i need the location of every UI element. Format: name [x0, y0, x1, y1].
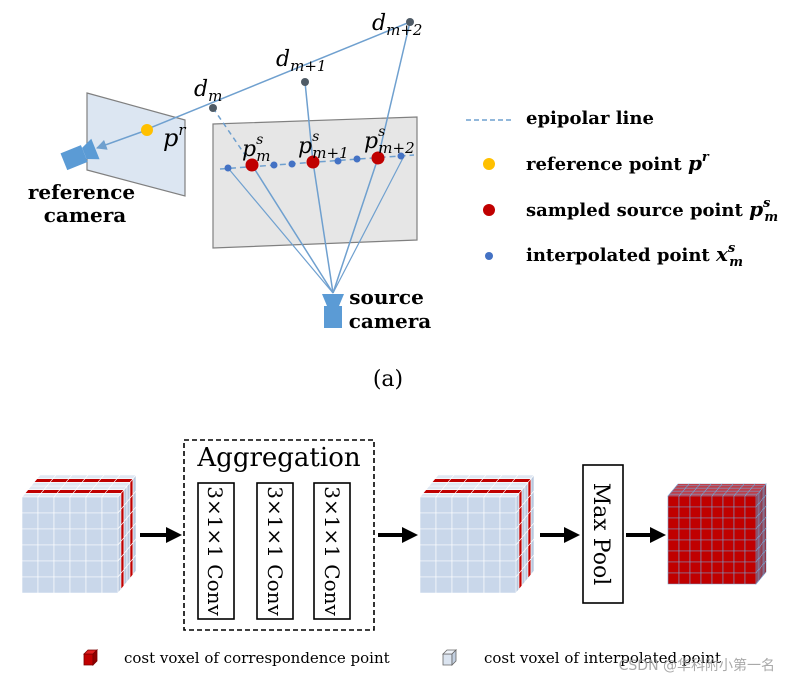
legend-interpolated-point-icon [485, 252, 493, 260]
svg-text:3×1×1 Conv: 3×1×1 Conv [263, 486, 287, 616]
max-pool-block: Max Pool [582, 464, 624, 604]
projection-ray-dm [251, 164, 334, 294]
conv-block-2: 3×1×1 Conv [256, 482, 294, 620]
panel-a-legend: epipolar line reference point pr sampled… [466, 108, 778, 270]
legend-reference-point-icon [483, 158, 495, 170]
input-cost-volume [21, 474, 137, 594]
reference-point-label: pr [163, 121, 186, 152]
interpolated-point [334, 157, 342, 165]
projection-ray-dm2 [377, 21, 411, 159]
source-image-plane [212, 116, 418, 249]
legend-reference-text: reference point pr [526, 150, 710, 175]
depth-point-dm1 [301, 78, 309, 86]
panel-b-legend: cost voxel of correspondence point cost … [83, 649, 721, 667]
depth-point-dm [209, 104, 217, 112]
projection-ray-dm [212, 107, 253, 166]
interp-ray [332, 155, 405, 294]
depth-label-dm: dm [194, 77, 222, 105]
reference-point [141, 124, 153, 136]
camera-to-ref-point-ray [96, 129, 148, 150]
conv-block-1: 3×1×1 Conv [197, 482, 235, 620]
svg-text:Max Pool: Max Pool [588, 483, 613, 585]
aggregation-title: Aggregation [196, 443, 360, 473]
arrow-to-output [626, 527, 666, 543]
panel-a-caption: (a) [373, 367, 403, 392]
depth-label-dm2: dm+2 [372, 11, 422, 39]
conv-block-3: 3×1×1 Conv [313, 482, 351, 620]
depth-label-dm1: dm+1 [276, 47, 326, 75]
arrow-to-aggregation [140, 527, 182, 543]
light-cube-icon [442, 649, 457, 666]
interpolated-point [224, 164, 232, 172]
source-camera-icon [322, 294, 344, 328]
interp-ray [227, 167, 334, 294]
svg-text:3×1×1 Conv: 3×1×1 Conv [203, 486, 227, 616]
legend-sampled-point-icon [483, 204, 495, 216]
sampled-point-m [245, 158, 259, 172]
projection-ray-dm2 [332, 157, 379, 294]
red-cube-icon [83, 649, 98, 666]
reference-camera-label: reference camera [28, 180, 142, 227]
source-camera-label: source camera [349, 285, 432, 333]
sampled-point-m1 [306, 155, 320, 169]
watermark: CSDN @华科附小第一名 [618, 658, 775, 674]
interpolated-point [353, 155, 361, 163]
interpolated-point [397, 152, 405, 160]
interpolated-point [270, 161, 278, 169]
interpolated-point [288, 160, 296, 168]
interpolated-points [224, 152, 405, 172]
depth-point-dm2 [406, 18, 414, 26]
sampled-point-m2 [371, 151, 385, 165]
legend-correspondence-text: cost voxel of correspondence point [124, 649, 390, 667]
legend-epipolar-text: epipolar line [526, 108, 654, 129]
arrow-to-maxpool [540, 527, 580, 543]
legend-interpolated-voxel-text: cost voxel of interpolated point [484, 649, 721, 667]
aggregated-cost-volume [419, 474, 535, 594]
panel-b: Aggregation 3×1×1 Conv 3×1×1 Conv 3×1×1 … [21, 439, 767, 667]
projection-ray-dm1 [312, 161, 334, 294]
svg-text:3×1×1 Conv: 3×1×1 Conv [320, 486, 344, 616]
aggregation-box [183, 439, 375, 631]
output-cost-volume [667, 483, 767, 585]
projection-ray-dm1 [304, 81, 314, 163]
reference-ray [144, 21, 411, 131]
arrow-to-aggregated-volume [378, 527, 418, 543]
reference-camera-icon [60, 138, 100, 171]
